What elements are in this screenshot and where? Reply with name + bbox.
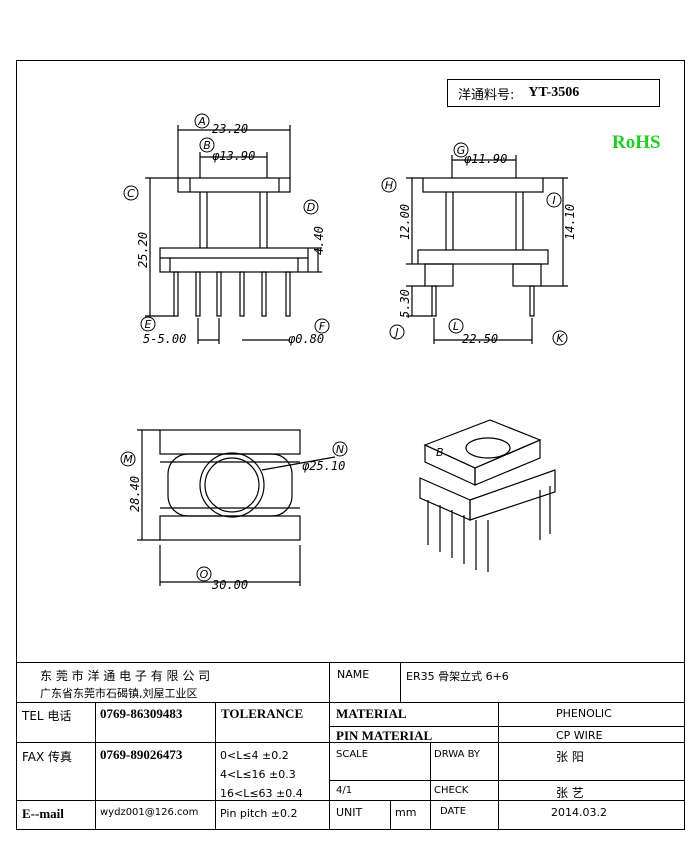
- front-view-pins: [169, 258, 299, 317]
- drawby-value: 张 阳: [556, 750, 584, 764]
- email-value: wydz001@126.com: [100, 807, 199, 818]
- iso-b-mark: B: [436, 446, 444, 459]
- dim-value-m: 28.40: [128, 476, 142, 512]
- dim-letter-f: F: [319, 320, 326, 333]
- drawing-sheet: [16, 60, 685, 830]
- front-view: [145, 125, 322, 344]
- dim-value-g: φ11.90: [464, 152, 507, 166]
- tolerance-row-1: 0<L≤4 ±0.2: [220, 749, 289, 762]
- dim-letter-h: H: [385, 179, 393, 192]
- dim-letter-g: G: [457, 144, 466, 157]
- tolerance-label: TOLERANCE: [221, 706, 304, 721]
- dim-letter-k: K: [556, 332, 564, 345]
- top-view: [137, 429, 336, 586]
- scale-value: 4/1: [336, 785, 353, 796]
- dim-value-e: 5-5.00: [143, 332, 186, 346]
- dim-value-n: φ25.10: [302, 459, 345, 473]
- drawby-label: DRWA BY: [434, 749, 481, 760]
- dim-letter-m: M: [123, 453, 133, 466]
- dim-letter-o: O: [200, 568, 209, 581]
- dim-value-o: 30.00: [211, 578, 248, 592]
- dim-value-a: 23.20: [212, 122, 248, 136]
- part-number-box: 洋通料号: YT-3506: [447, 79, 660, 107]
- name-label: NAME: [337, 668, 370, 681]
- tel-label: TEL 电话: [22, 709, 72, 723]
- date-label: DATE: [440, 806, 467, 817]
- dim-letter-a: A: [197, 115, 206, 128]
- dim-value-b: φ13.90: [212, 149, 255, 163]
- pin-material-label: PIN MATERIAL: [336, 728, 433, 743]
- tel-value: 0769-86309483: [100, 706, 183, 721]
- material-label: MATERIAL: [336, 706, 407, 721]
- name-value: ER35 骨架立式 6+6: [406, 670, 509, 683]
- date-value: 2014.03.2: [551, 806, 607, 819]
- isometric-view: [419, 419, 556, 572]
- dim-letter-b: B: [203, 139, 211, 152]
- fax-label: FAX 传真: [22, 750, 73, 764]
- tolerance-row-4: Pin pitch ±0.2: [220, 807, 298, 820]
- dim-value-f: φ0.80: [288, 332, 324, 346]
- dim-letter-e: E: [145, 318, 152, 331]
- dim-letter-l: L: [453, 320, 459, 333]
- part-number-label: 洋通料号:: [458, 87, 515, 103]
- dim-letter-c: C: [127, 187, 135, 200]
- dim-value-h: 12.00: [398, 204, 412, 240]
- pin-material-value: CP WIRE: [556, 729, 603, 742]
- dim-value-i: 14.10: [563, 204, 577, 240]
- tolerance-row-2: 4<L≤16 ±0.3: [220, 768, 296, 781]
- dim-value-c: 25.20: [136, 232, 150, 268]
- dim-letter-j: J: [393, 326, 398, 339]
- unit-label: UNIT: [336, 806, 363, 819]
- check-label: CHECK: [434, 785, 469, 796]
- dim-value-l: 22.50: [462, 332, 498, 346]
- part-number-value: YT-3506: [528, 85, 580, 100]
- side-view: [406, 155, 568, 344]
- dim-letter-d: D: [307, 201, 315, 214]
- unit-value: mm: [395, 806, 417, 819]
- material-value: PHENOLIC: [556, 707, 612, 720]
- dim-letter-i: I: [552, 194, 555, 207]
- check-value: 张 艺: [556, 786, 584, 800]
- rohs-mark: RoHS: [612, 132, 661, 153]
- email-label: E--mail: [22, 806, 64, 821]
- dim-value-d: 4.40: [312, 226, 326, 255]
- dim-letter-n: N: [336, 443, 344, 456]
- company-name: 东 莞 市 洋 通 电 子 有 限 公 司: [40, 669, 211, 683]
- dim-value-j: 5.30: [398, 289, 412, 318]
- scale-label: SCALE: [336, 749, 369, 760]
- fax-value: 0769-89026473: [100, 747, 183, 762]
- tolerance-row-3: 16<L≤63 ±0.4: [220, 787, 303, 800]
- company-address: 广东省东莞市石碣镇,刘屋工业区: [40, 687, 198, 700]
